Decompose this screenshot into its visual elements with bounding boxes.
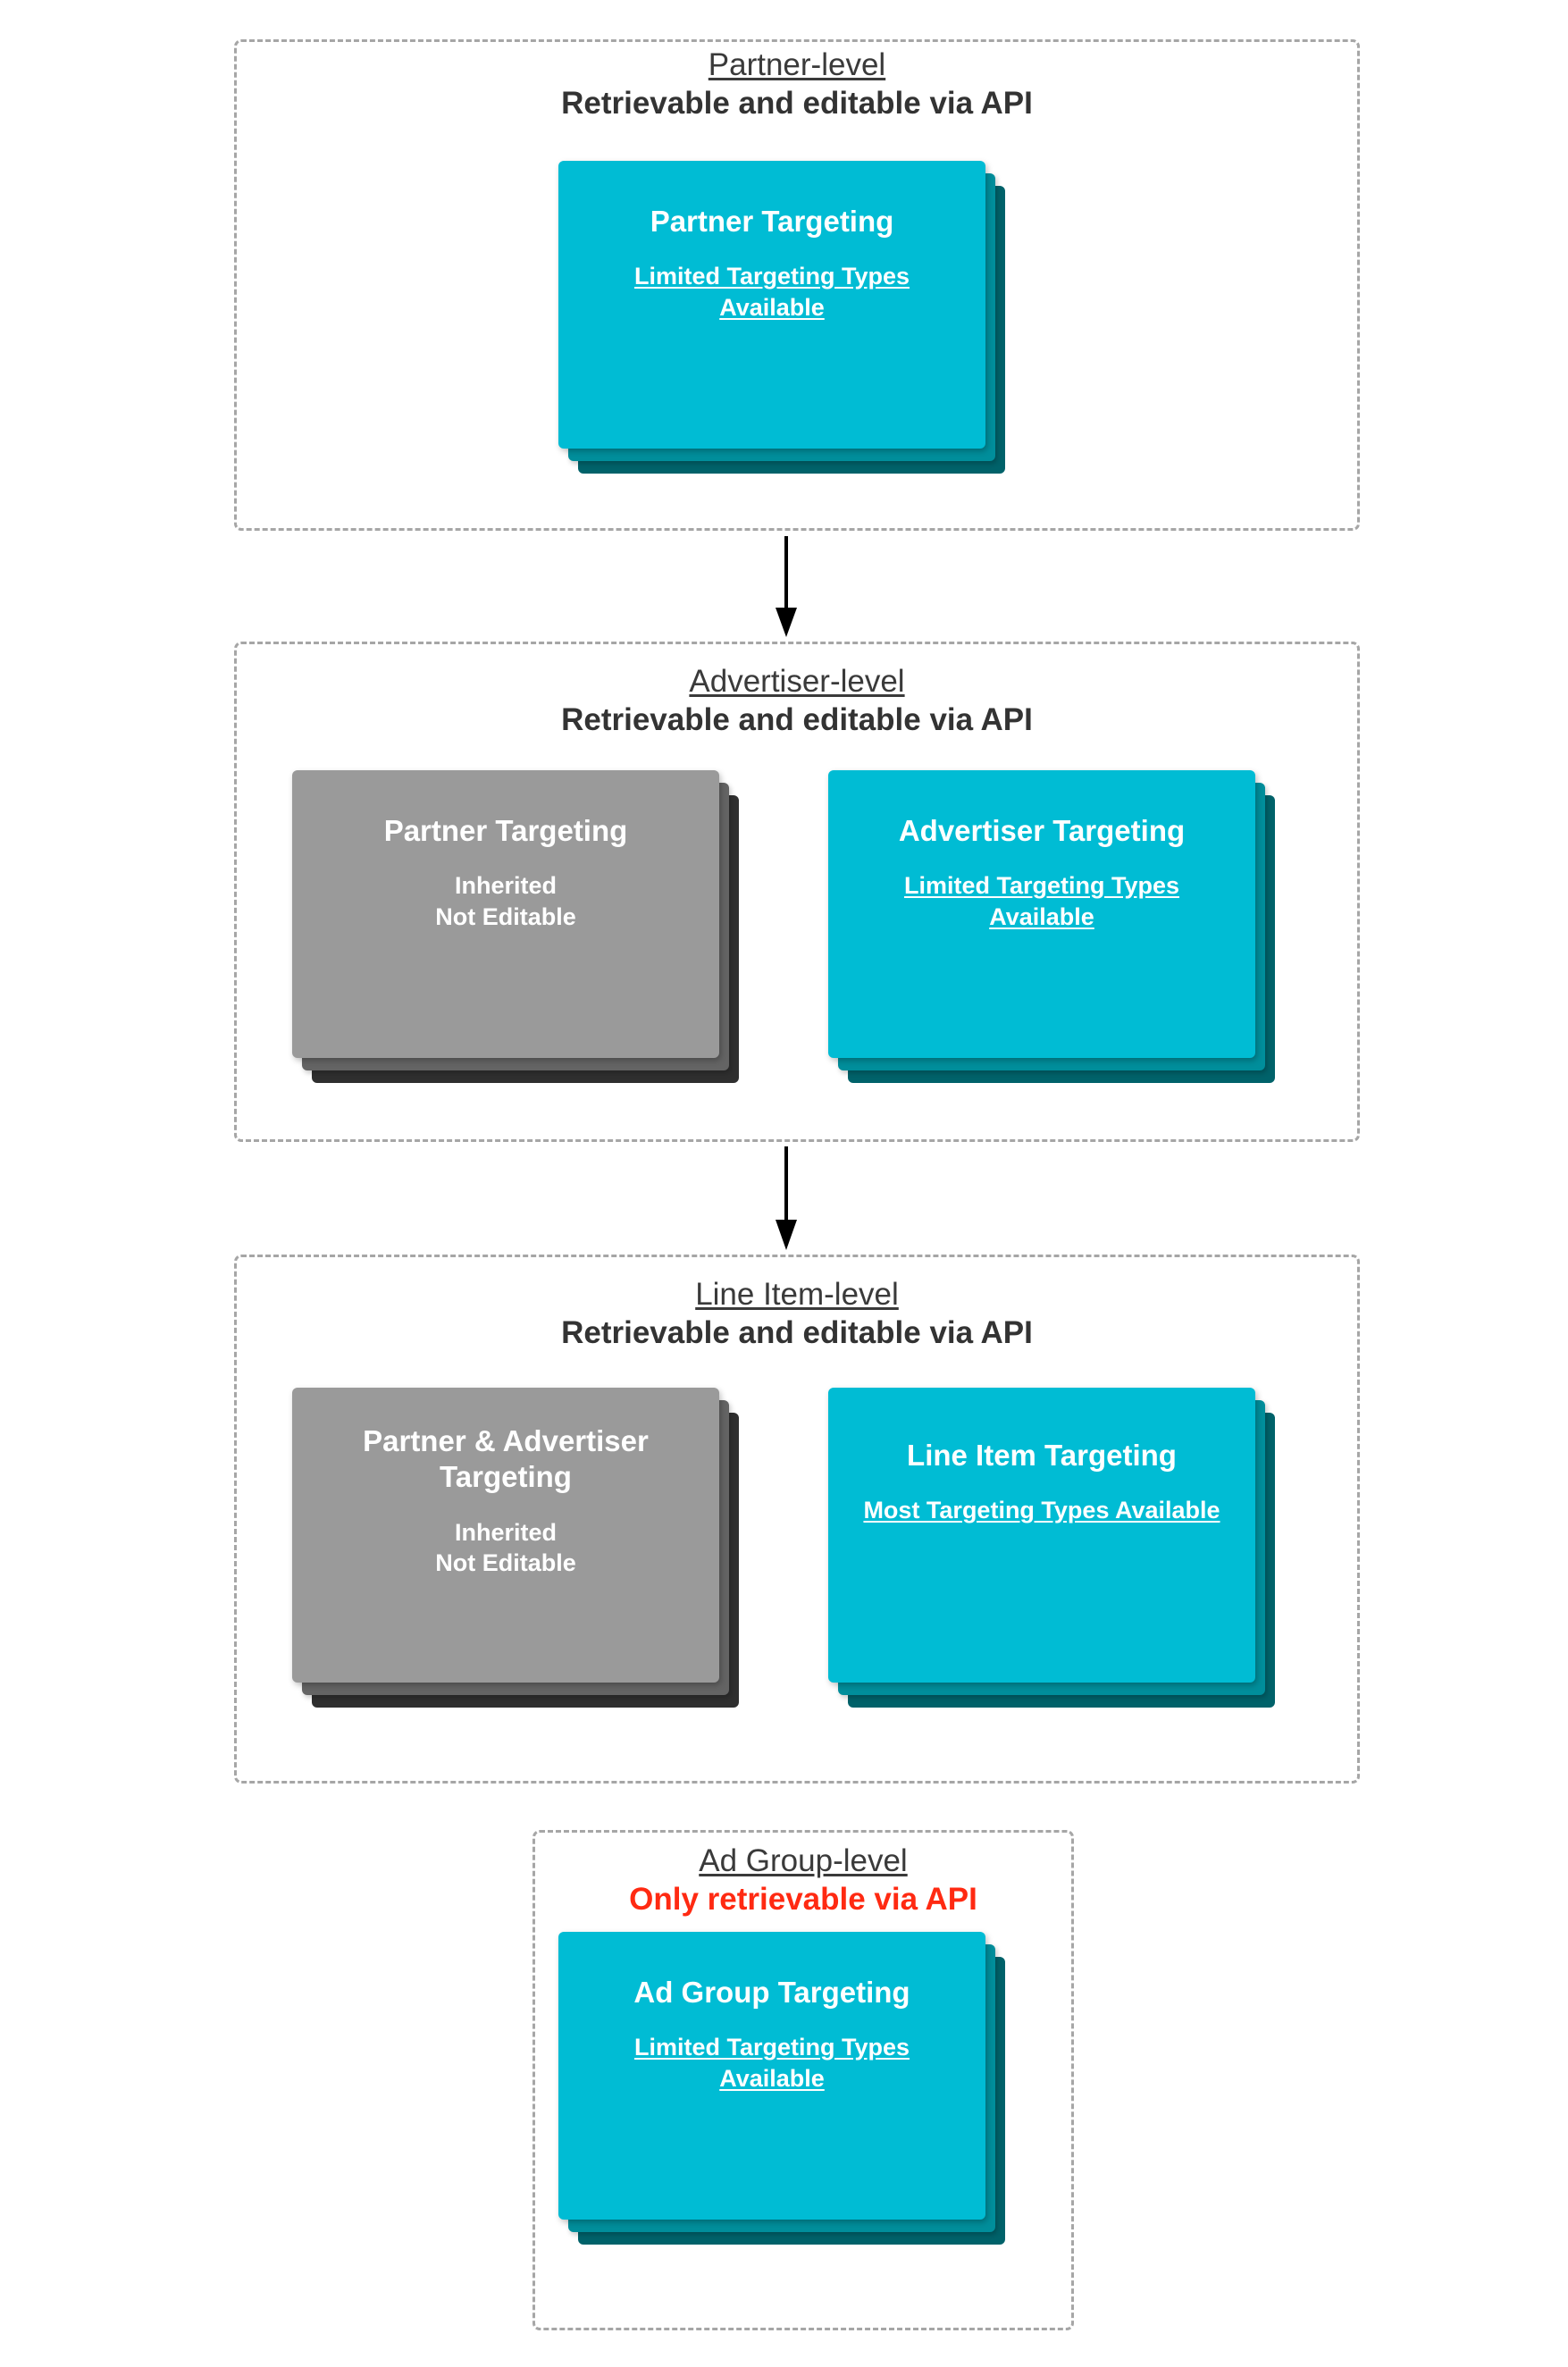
card-subtitle: Limited Targeting Types Available <box>903 872 1180 930</box>
card-stack-ad-group-targeting[interactable]: Ad Group Targeting Limited Targeting Typ… <box>558 1932 1005 2245</box>
card-stack-advertiser-targeting[interactable]: Advertiser Targeting Limited Targeting T… <box>828 770 1275 1083</box>
card-subtitle: Inherited Not Editable <box>435 872 576 930</box>
card-title: Partner & Advertiser Targeting <box>363 1424 649 1494</box>
card-subtitle: Inherited Not Editable <box>435 1518 576 1577</box>
level-heading-advertiser: Advertiser-level Retrievable and editabl… <box>234 663 1360 739</box>
level-name-line-item: Line Item-level <box>695 1277 899 1312</box>
level-api-note-ad-group: Only retrievable via API <box>629 1882 977 1918</box>
level-api-note-advertiser: Retrievable and editable via API <box>561 702 1033 738</box>
card-stack-advertiser-inherited-partner[interactable]: Partner Targeting Inherited Not Editable <box>292 770 739 1083</box>
connector-arrow-advertiser-to-line-item <box>771 1146 801 1252</box>
level-heading-partner: Partner-level Retrievable and editable v… <box>234 46 1360 122</box>
card-title: Partner Targeting <box>383 814 628 847</box>
level-container-line-item <box>234 1255 1360 1784</box>
level-heading-line-item: Line Item-level Retrievable and editable… <box>234 1276 1360 1352</box>
level-name-partner: Partner-level <box>708 47 886 82</box>
card-face-inherited-partner-advertiser-targeting[interactable]: Partner & Advertiser Targeting Inherited… <box>292 1388 719 1683</box>
card-face-line-item-targeting[interactable]: Line Item Targeting Most Targeting Types… <box>828 1388 1255 1683</box>
card-title: Line Item Targeting <box>907 1439 1177 1472</box>
card-stack-line-item-inherited[interactable]: Partner & Advertiser Targeting Inherited… <box>292 1388 739 1709</box>
level-api-note-partner: Retrievable and editable via API <box>561 86 1033 122</box>
level-api-note-line-item: Retrievable and editable via API <box>561 1315 1033 1351</box>
card-face-ad-group-targeting[interactable]: Ad Group Targeting Limited Targeting Typ… <box>558 1932 985 2220</box>
card-subtitle: Limited Targeting Types Available <box>633 2034 910 2092</box>
card-subtitle: Most Targeting Types Available <box>863 1497 1220 1524</box>
level-heading-ad-group: Ad Group-level Only retrievable via API <box>532 1842 1074 1918</box>
card-title: Advertiser Targeting <box>898 814 1186 847</box>
level-name-ad-group: Ad Group-level <box>699 1843 908 1878</box>
level-name-advertiser: Advertiser-level <box>689 664 905 699</box>
card-face-advertiser-targeting[interactable]: Advertiser Targeting Limited Targeting T… <box>828 770 1255 1058</box>
card-stack-line-item-targeting[interactable]: Line Item Targeting Most Targeting Types… <box>828 1388 1275 1709</box>
card-face-partner-targeting[interactable]: Partner Targeting Limited Targeting Type… <box>558 161 985 449</box>
level-container-ad-group <box>532 1830 1074 2330</box>
card-title: Ad Group Targeting <box>633 1976 910 2009</box>
card-face-inherited-partner-targeting[interactable]: Partner Targeting Inherited Not Editable <box>292 770 719 1058</box>
card-subtitle: Limited Targeting Types Available <box>633 263 910 321</box>
card-stack-partner-targeting[interactable]: Partner Targeting Limited Targeting Type… <box>558 161 1005 474</box>
level-container-partner <box>234 39 1360 531</box>
level-container-advertiser <box>234 642 1360 1142</box>
card-title: Partner Targeting <box>650 205 894 238</box>
connector-arrow-partner-to-advertiser <box>771 536 801 639</box>
